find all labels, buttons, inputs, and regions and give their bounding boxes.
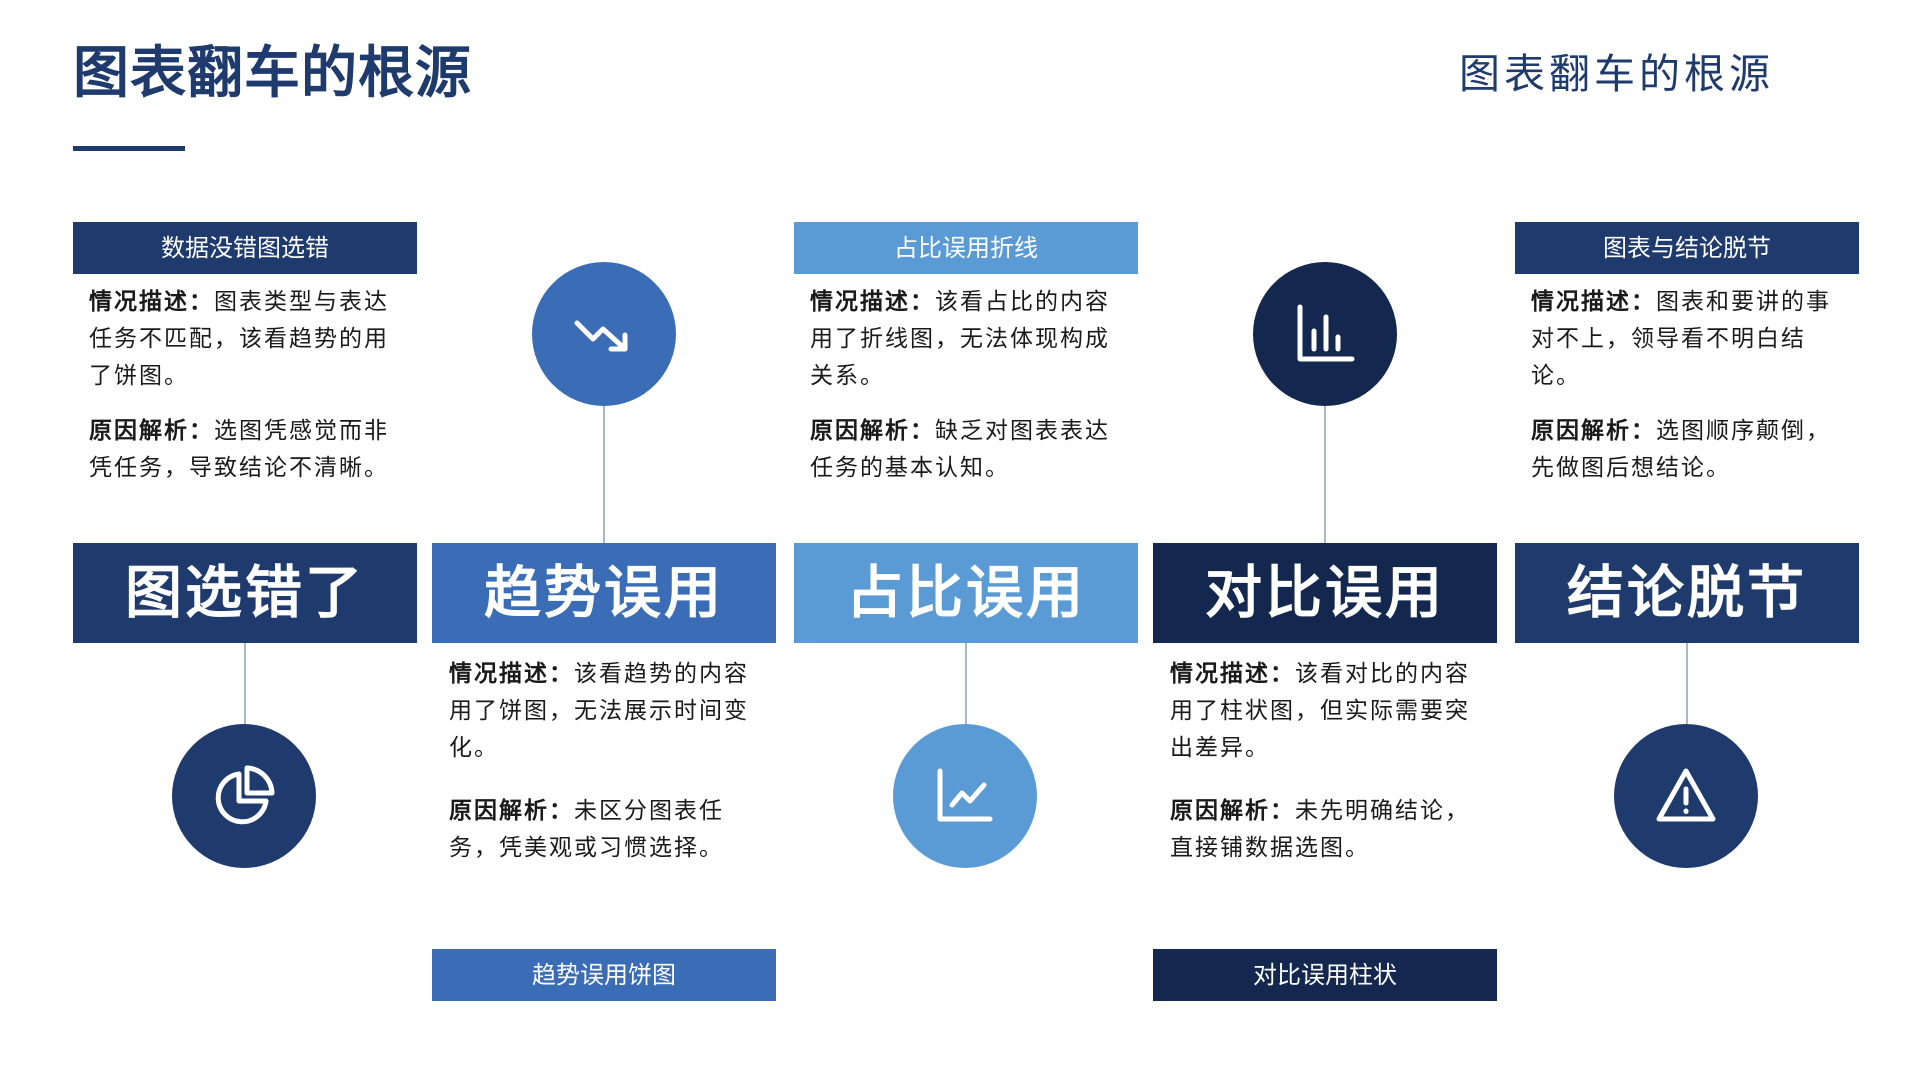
connector-line [603,406,605,543]
column-4-description: 情况描述：该看对比的内容用了柱状图，但实际需要突出差异。 原因解析：未先明确结论… [1170,656,1486,885]
column-5-heading: 结论脱节 [1515,543,1859,643]
column-2-heading: 趋势误用 [432,543,776,643]
situation-label: 情况描述： [810,289,935,315]
reason-text: 未区分图表任务，凭美观或习惯选择。 [449,798,724,861]
connector-line [244,643,246,725]
reason-text: 选图凭感觉而非凭任务，导致结论不清晰。 [89,418,389,481]
situation-text: 该看对比的内容用了柱状图，但实际需要突出差异。 [1170,661,1470,761]
connector-line [1324,406,1326,543]
column-3-tag: 占比误用折线 [794,222,1138,274]
reason-label: 原因解析： [1531,418,1656,444]
situation-label: 情况描述： [1531,289,1656,315]
situation-text: 图表类型与表达任务不匹配，该看趋势的用了饼图。 [89,289,389,389]
connector-line [965,643,967,725]
reason-text: 选图顺序颠倒，先做图后想结论。 [1531,418,1831,481]
situation-label: 情况描述： [89,289,214,315]
page-title: 图表翻车的根源 [73,41,472,106]
situation-text: 图表和要讲的事对不上，领导看不明白结论。 [1531,289,1831,389]
column-2-tag: 趋势误用饼图 [432,949,776,1001]
line-chart-icon [893,724,1037,868]
reason-label: 原因解析： [1170,798,1295,824]
corner-title: 图表翻车的根源 [1459,50,1774,98]
warning-icon [1614,724,1758,868]
column-1-description: 情况描述：图表类型与表达任务不匹配，该看趋势的用了饼图。 原因解析：选图凭感觉而… [89,284,405,505]
column-1-tag: 数据没错图选错 [73,222,417,274]
column-4-heading: 对比误用 [1153,543,1497,643]
situation-label: 情况描述： [1170,661,1295,687]
connector-line [1686,643,1688,725]
column-2-description: 情况描述：该看趋势的内容用了饼图，无法展示时间变化。 原因解析：未区分图表任务，… [449,656,765,885]
trend-down-icon [532,262,676,406]
column-5-description: 情况描述：图表和要讲的事对不上，领导看不明白结论。 原因解析：选图顺序颠倒，先做… [1531,284,1847,505]
situation-text: 该看占比的内容用了折线图，无法体现构成关系。 [810,289,1110,389]
column-4-tag: 对比误用柱状 [1153,949,1497,1001]
pie-chart-icon [172,724,316,868]
title-underline [73,146,185,151]
column-1-heading: 图选错了 [73,543,417,643]
reason-label: 原因解析： [89,418,214,444]
situation-text: 该看趋势的内容用了饼图，无法展示时间变化。 [449,661,749,761]
reason-label: 原因解析： [810,418,935,444]
column-3-heading: 占比误用 [794,543,1138,643]
reason-label: 原因解析： [449,798,574,824]
situation-label: 情况描述： [449,661,574,687]
column-3-description: 情况描述：该看占比的内容用了折线图，无法体现构成关系。 原因解析：缺乏对图表表达… [810,284,1126,505]
reason-text: 缺乏对图表表达任务的基本认知。 [810,418,1110,481]
column-5-tag: 图表与结论脱节 [1515,222,1859,274]
bar-chart-icon [1253,262,1397,406]
reason-text: 未先明确结论，直接铺数据选图。 [1170,798,1470,861]
